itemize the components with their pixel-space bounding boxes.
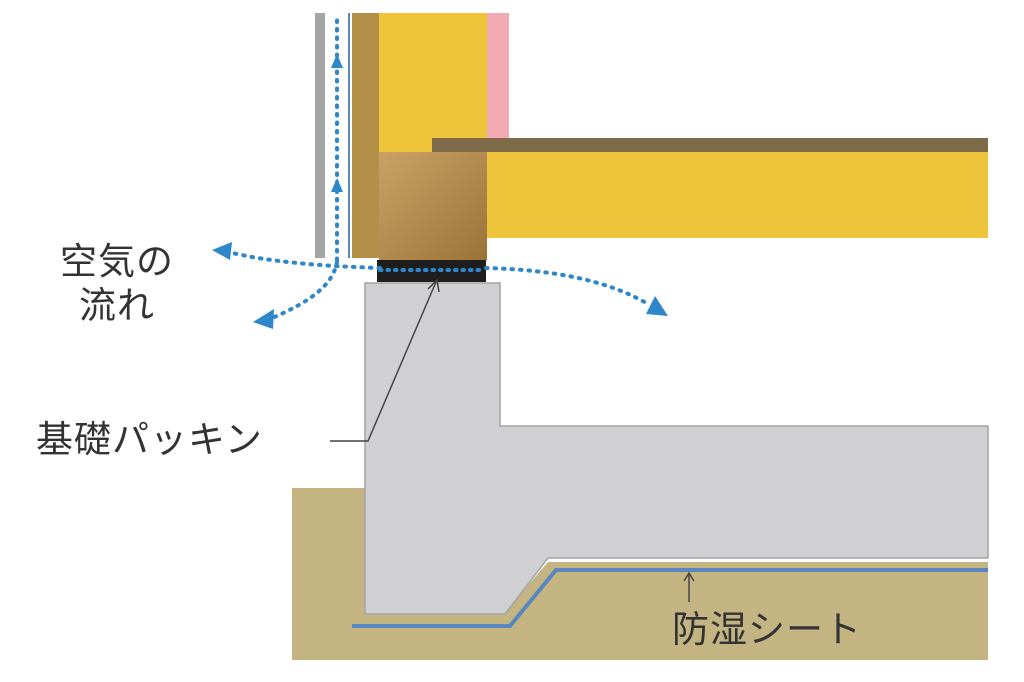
air-arrow-up-1 — [331, 54, 343, 68]
sheet-leader-arrowhead — [683, 571, 695, 582]
foundation-packing-label: 基礎パッキン — [36, 418, 263, 461]
wall-insulation — [379, 13, 487, 153]
air-flow-left-lower — [270, 260, 339, 320]
moisture-sheet-label: 防湿シート — [672, 608, 862, 651]
sill-timber — [379, 152, 487, 260]
air-flow-right — [484, 266, 650, 306]
air-arrow-right — [646, 296, 668, 316]
floor-insulation — [487, 152, 988, 238]
ground-soil — [292, 488, 988, 660]
concrete-foundation — [364, 282, 989, 615]
air-flow-left-upper — [226, 250, 382, 270]
moisture-sheet-line — [352, 568, 988, 628]
exterior-siding — [315, 13, 325, 258]
air-flow-label-line1: 空気の — [60, 240, 174, 283]
sheathing-blue-line — [348, 13, 350, 258]
air-arrow-up-2 — [331, 178, 343, 192]
packing-leader-line — [330, 281, 437, 442]
interior-board — [487, 13, 509, 138]
air-flow-label-line2: 流れ — [79, 284, 155, 327]
packing-leader-arrowhead — [427, 278, 440, 293]
air-arrow-left-lower — [253, 309, 274, 329]
air-flow-label: 空気の 流れ — [42, 240, 192, 328]
wall-stud — [352, 13, 379, 258]
air-arrow-left-upper — [212, 242, 232, 260]
floor-board — [432, 138, 988, 152]
